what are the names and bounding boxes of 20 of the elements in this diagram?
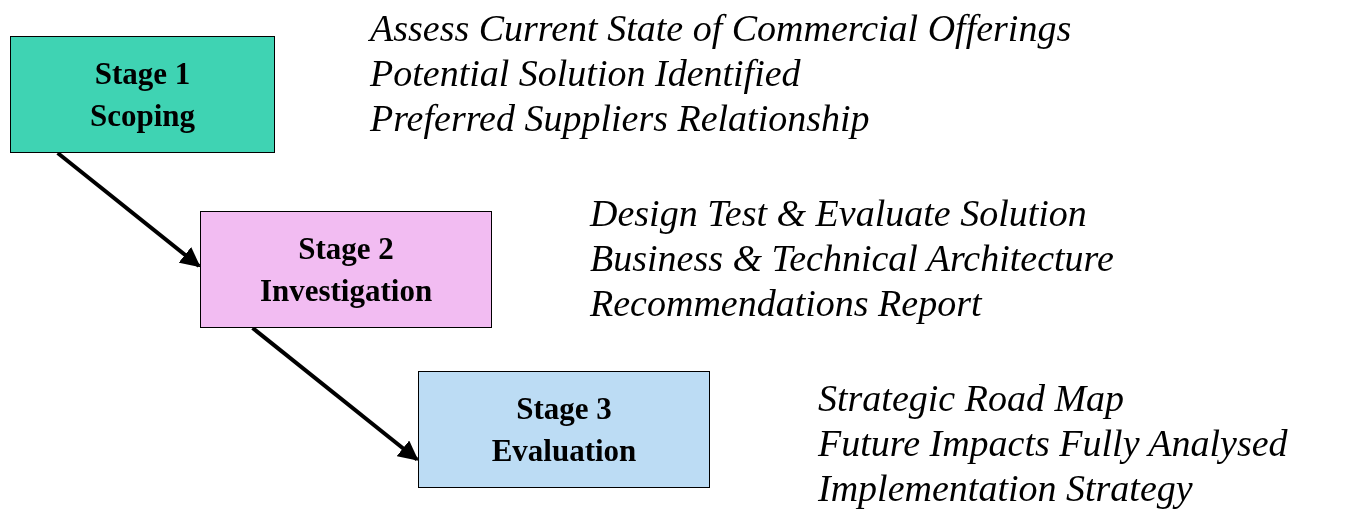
outcome-text: Implementation Strategy	[818, 466, 1194, 511]
stage-box	[200, 211, 492, 328]
outcome-text: Business & Technical Architecture	[590, 236, 1114, 281]
outcome-text: Recommendations Report	[590, 281, 984, 326]
outcome-text: Assess Current State of Commercial Offerings	[370, 6, 1072, 51]
stage-number: Stage 1	[94, 55, 191, 92]
stage-number: Stage 2	[298, 230, 394, 267]
outcome-text: Design Test & Evaluate Solution	[590, 191, 1088, 236]
stage-box	[10, 36, 275, 153]
outcome-text: Strategic Road Map	[818, 376, 1126, 421]
stage-box	[418, 371, 710, 488]
outcome-text: Potential Solution Identified	[370, 51, 802, 96]
outcome-text: Future Impacts Fully Analysed	[818, 421, 1288, 466]
stage-number: Stage 3	[516, 390, 612, 427]
stage-name: Investigation	[259, 272, 433, 309]
stage-name: Evaluation	[491, 432, 637, 469]
arrow	[251, 326, 419, 462]
arrow	[56, 151, 201, 268]
stage-name: Scoping	[89, 97, 196, 134]
outcome-text: Preferred Suppliers Relationship	[370, 96, 871, 141]
